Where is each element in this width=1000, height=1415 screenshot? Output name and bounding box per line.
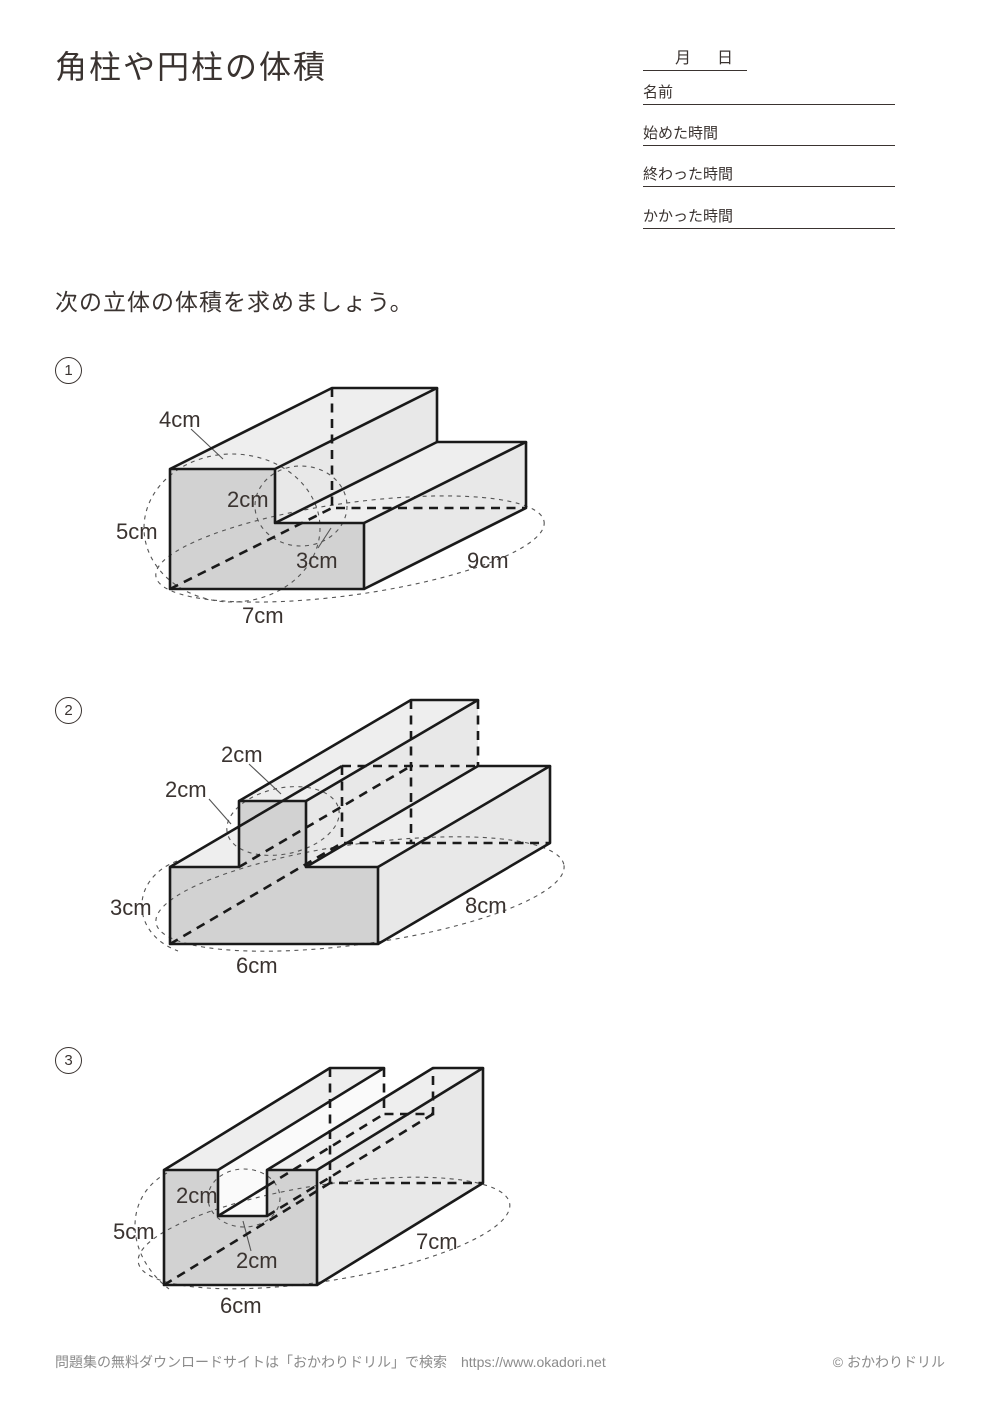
t-prism-faces [170,700,550,944]
u-prism-edges [162,1066,485,1287]
u-prism-labels: 2cm 5cm 2cm 7cm 6cm [113,1183,458,1318]
dim-depth: 8cm [465,893,507,918]
month-label: 月 [675,50,692,67]
question-number-3-digit: 3 [64,1052,73,1069]
footer-copyright: © おかわりドリル [832,1354,945,1370]
dim-depth: 9cm [467,548,509,573]
dim-tab-width: 2cm [221,742,263,767]
elapsed-time-label: かかった時間 [643,208,734,225]
dim-notch-width: 3cm [296,548,338,573]
dim-groove-depth: 2cm [176,1183,218,1208]
dim-bottom-width: 6cm [236,953,278,978]
dim-tab-height: 2cm [165,777,207,802]
elapsed-time-field: かかった時間 [643,209,895,229]
date-field: 月日 [643,44,747,71]
step-prism-labels: 4cm 2cm 5cm 3cm 9cm 7cm [116,407,509,628]
figure-t-prism: 2cm 2cm 3cm 8cm 6cm [110,698,565,978]
dim-step-height: 2cm [227,487,269,512]
t-prism-labels: 2cm 2cm 3cm 8cm 6cm [110,742,507,978]
step-prism-edges [168,386,528,591]
dim-bottom-width: 7cm [242,603,284,628]
dim-depth: 7cm [416,1229,458,1254]
dim-left-height: 5cm [113,1219,155,1244]
end-time-label: 終わった時間 [643,166,734,183]
dim-top-width: 4cm [159,407,201,432]
question-number-1-digit: 1 [64,362,73,379]
end-time-field: 終わった時間 [643,167,895,187]
dim-bottom-width: 6cm [220,1293,262,1318]
dim-left-height: 3cm [110,895,152,920]
figure-step-prism: 4cm 2cm 5cm 3cm 9cm 7cm [116,386,545,628]
day-label: 日 [717,50,734,67]
figure-u-groove-prism: 2cm 5cm 2cm 7cm 6cm [113,1066,511,1318]
page-title: 角柱や円柱の体積 [55,49,328,85]
dim-left-height: 5cm [116,519,158,544]
t-prism-edges [168,698,552,946]
question-number-2: 2 [55,697,82,724]
name-label: 名前 [643,84,674,101]
start-time-field: 始めた時間 [643,126,895,146]
question-number-3: 3 [55,1047,82,1074]
step-prism-hidden-edges [169,388,526,591]
step-prism-dimension-guides [143,428,545,603]
instruction-text: 次の立体の体積を求めましょう。 [55,289,414,315]
question-number-2-digit: 2 [64,702,73,719]
step-prism-faces [170,388,526,589]
name-field: 名前 [643,85,895,105]
start-time-label: 始めた時間 [643,125,719,142]
dim-groove-width: 2cm [236,1248,278,1273]
footer-site-info: 問題集の無料ダウンロードサイトは「おかわりドリル」で検索 https://www… [55,1354,606,1370]
question-number-1: 1 [55,357,82,384]
